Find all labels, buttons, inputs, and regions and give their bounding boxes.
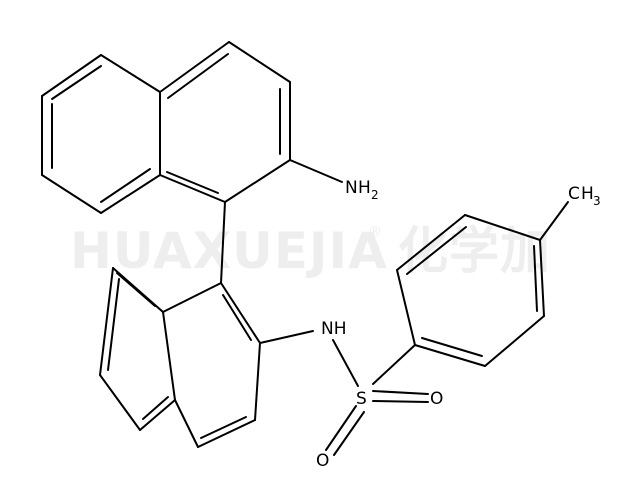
s-o-double-bond-right-b xyxy=(372,400,429,403)
amine-subscript: 2 xyxy=(371,188,379,202)
watermark-chinese: 化学加 xyxy=(398,222,551,280)
nh-bond xyxy=(259,330,314,344)
upper-naphthalene-right-ring xyxy=(159,41,291,203)
s-o-double-bond-right-a xyxy=(372,390,429,395)
watermark-latin: HUAXUEJIA xyxy=(70,222,388,280)
sulfur-label: S xyxy=(356,389,367,409)
methyl-h-label: H xyxy=(581,184,594,204)
oxygen-right-label: O xyxy=(430,389,443,409)
tolyl-ring xyxy=(396,214,545,367)
amine-bond xyxy=(289,159,343,183)
methyl-c-label: C xyxy=(568,184,580,204)
amine-h-label: H xyxy=(358,178,371,198)
s-o-double-bond-bottom-b xyxy=(333,411,365,456)
n-s-bond xyxy=(332,339,359,387)
s-o-double-bond-bottom-a xyxy=(325,405,357,451)
amine-n-label: N xyxy=(345,178,358,198)
watermark: HUAXUEJIA ® 化学加 xyxy=(70,222,551,280)
lower-naphthalene-left-ring xyxy=(99,267,176,431)
biaryl-bond xyxy=(220,201,226,284)
s-aryl-bond xyxy=(372,344,416,385)
methyl-bond xyxy=(539,201,569,241)
methyl-subscript: 3 xyxy=(593,194,601,208)
oxygen-bottom-label: O xyxy=(316,451,329,471)
upper-naphthalene-left-ring xyxy=(41,54,161,214)
lower-naphthalene-right-ring xyxy=(162,282,261,448)
nh-label: NH xyxy=(321,319,347,339)
watermark-registered-mark: ® xyxy=(368,224,382,240)
